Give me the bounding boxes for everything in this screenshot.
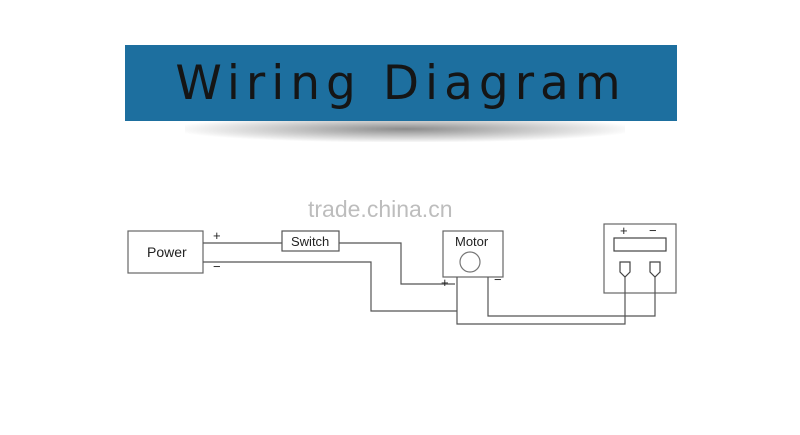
controller-terminal-plus (619, 261, 631, 278)
switch-label: Switch (291, 234, 329, 249)
power-label: Power (147, 244, 187, 260)
motor-label: Motor (455, 234, 489, 249)
watermark: trade.china.cn (308, 196, 453, 222)
title-banner: Wiring Diagram (125, 45, 677, 121)
motor-minus-sign: − (494, 272, 502, 287)
motor-symbol (459, 251, 481, 273)
controller-box (603, 223, 677, 294)
power-box (127, 230, 204, 274)
controller-minus-sign: − (649, 223, 657, 238)
wire-motor-plus-to-controller (456, 277, 626, 325)
power-minus-sign: − (213, 259, 221, 274)
diagram-title: Wiring Diagram (175, 55, 627, 111)
switch-box (281, 230, 340, 252)
wire-switch-to-motor (339, 242, 455, 285)
wire-power-negative (203, 261, 457, 312)
power-plus-sign: + (213, 228, 221, 243)
controller-display (613, 237, 667, 252)
wire-motor-minus-to-controller (487, 277, 656, 317)
motor-box (442, 230, 504, 278)
controller-plus-sign: + (620, 223, 628, 238)
motor-plus-sign: + (441, 275, 449, 290)
controller-terminal-minus (649, 261, 661, 278)
